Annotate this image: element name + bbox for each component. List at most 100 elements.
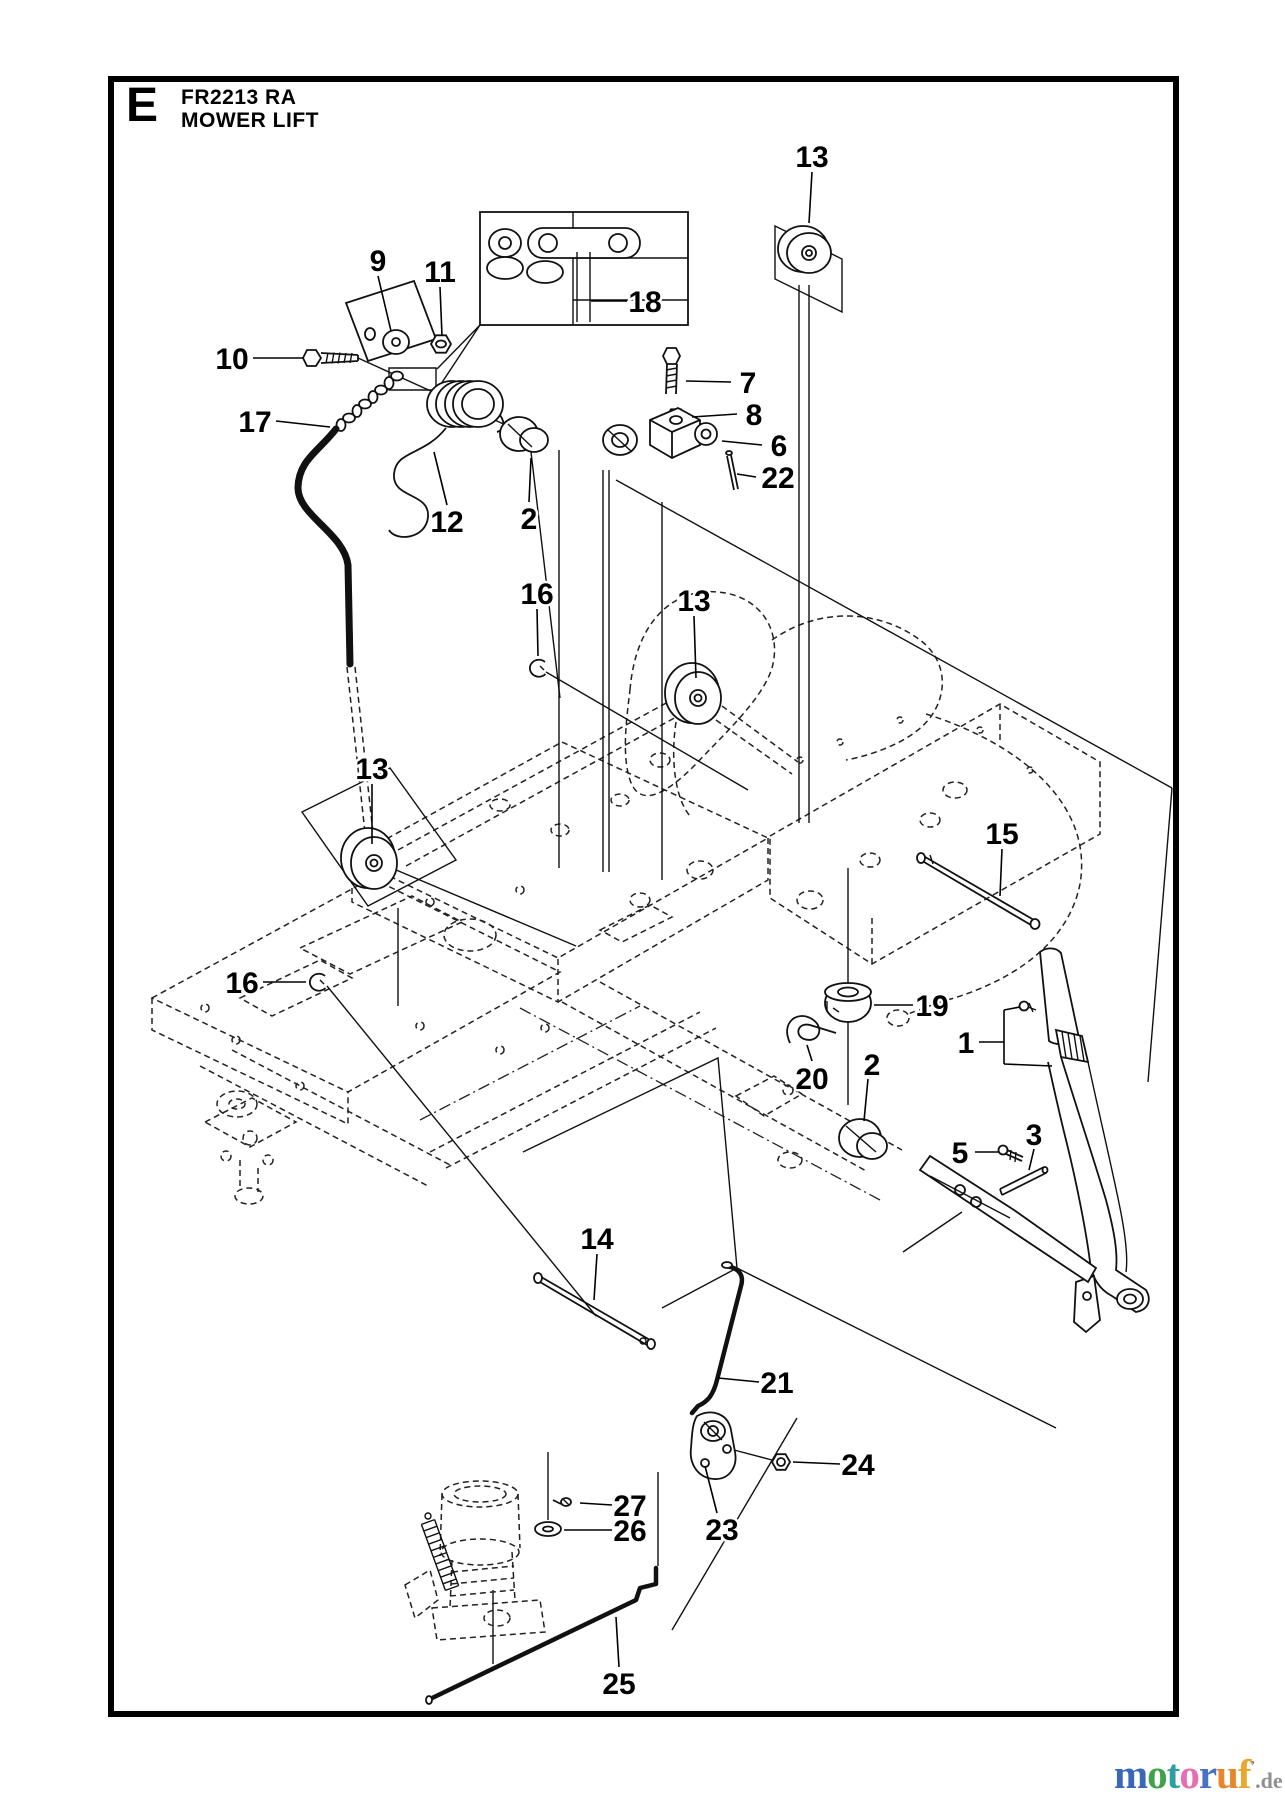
logo-letter-o: o [1147,1751,1167,1797]
part-21-rod [689,1261,745,1416]
part-label-12-4: 12 [430,506,463,539]
part-10-bolt [301,349,359,367]
part-label-13-14: 13 [355,753,388,786]
leader-line-14 [593,1253,598,1301]
part-11-nut [429,334,453,354]
leader-line-2 [863,1078,869,1122]
leader-line-13 [693,615,697,679]
part-label-25-29: 25 [602,1668,635,1701]
part-label-27-27: 27 [613,1490,646,1523]
part-20-hairpin [786,1015,837,1044]
leader-line-17 [275,420,331,428]
leader-line-6 [721,440,763,446]
part-label-8-8: 8 [746,399,763,432]
part-3-pin [999,1166,1049,1196]
leader-line-1 [1003,1063,1053,1067]
section-letter: E [126,79,159,132]
logo-letter-m: m [1114,1751,1148,1797]
leader-line-21 [717,1377,760,1383]
part-label-17-3: 17 [238,406,271,439]
leader-line-11 [439,286,443,337]
logo-letter-u: u [1216,1751,1239,1797]
part-label-24-25: 24 [841,1449,875,1482]
part-13-pulley-top [777,225,832,274]
part-13-pulley-left [340,827,398,890]
part-label-3-22: 3 [1026,1119,1043,1152]
motoruf-wordmark: motoruf [1114,1751,1252,1797]
leader-line-8 [691,413,738,418]
lift-shaft [902,1154,1098,1284]
part-label-26-28: 26 [613,1515,646,1548]
logo-letter-f: f [1237,1751,1252,1797]
part-label-7-7: 7 [740,367,757,400]
logo-tld: .de [1255,1768,1283,1793]
leader-line-27 [579,1502,613,1506]
part-label-5-21: 5 [952,1137,969,1170]
chassis-outline [150,590,1101,1205]
logo-letter-r: r [1198,1751,1217,1797]
part-label-21-24: 21 [760,1367,793,1400]
part-label-11-1: 11 [424,256,456,289]
part-label-15-16: 15 [985,818,1018,851]
leader-line-22 [736,473,757,478]
logo-tick: ’ [1250,1759,1256,1774]
part-2-bushing-upper [499,416,549,453]
leader-line-12 [433,451,448,506]
model-number: FR2213 RA [181,86,297,109]
leader-line-7 [685,380,732,383]
part-label-20-20: 20 [795,1063,828,1096]
part-label-2-19: 2 [864,1049,881,1082]
logo-letter-t: t [1166,1751,1181,1797]
pedal-tube-assembly [404,1480,546,1641]
leader-line-25 [615,1616,620,1668]
part-label-6-9: 6 [771,430,788,463]
part-13-pulley-rear [664,662,722,725]
leader-line-20 [806,1044,813,1062]
part-label-19-17: 19 [915,990,948,1023]
part-label-1-18: 1 [958,1027,975,1060]
leader-line-3 [1028,1148,1035,1171]
leader-line-24 [792,1461,841,1465]
leader-line-13 [808,171,813,224]
part-23-lever-plate [689,1411,773,1480]
page-title: MOWER LIFT [181,109,319,132]
inset-detail-box [479,211,689,326]
leader-line-16 [536,608,539,657]
motoruf-logo[interactable]: motoruf’.de [1114,1750,1284,1797]
parts-art [294,225,1150,1705]
part-17-chain-cable [294,370,404,668]
part-6-bracket [602,407,718,460]
part-16-clip-upper [529,658,547,678]
part-22-pin [725,450,739,491]
part-16-clip-lower [309,972,327,992]
part-label-22-10: 22 [761,462,794,495]
part-label-2-5: 2 [521,503,538,536]
part-label-16-12: 16 [520,578,553,611]
part-12-spring [388,380,505,538]
leader-line-9 [377,275,392,332]
chain-link-detail [486,227,641,322]
part-25-rod [425,1565,659,1705]
part-label-13-11: 13 [795,141,828,174]
part-1-lift-handle [1018,947,1150,1334]
logo-letter-o: o [1179,1751,1199,1797]
part-label-23-26: 23 [705,1514,738,1547]
diagram-frame [108,76,1179,1717]
leader-line-23 [704,1465,718,1514]
part-label-18-6: 18 [628,286,661,319]
part-14-rod [533,1272,656,1350]
leader-line-2 [528,457,532,503]
part-label-14-23: 14 [580,1223,614,1256]
leader-line-15 [999,848,1003,897]
part-7-bolt [661,347,682,395]
part-5-screw [997,1144,1024,1163]
part-label-13-13: 13 [677,585,710,618]
part-label-10-2: 10 [215,343,248,376]
part-27-screw [552,1497,572,1507]
part-2-bushing-lower [838,1118,888,1160]
part-26-washer [534,1521,562,1537]
part-19-collar [824,982,872,1023]
